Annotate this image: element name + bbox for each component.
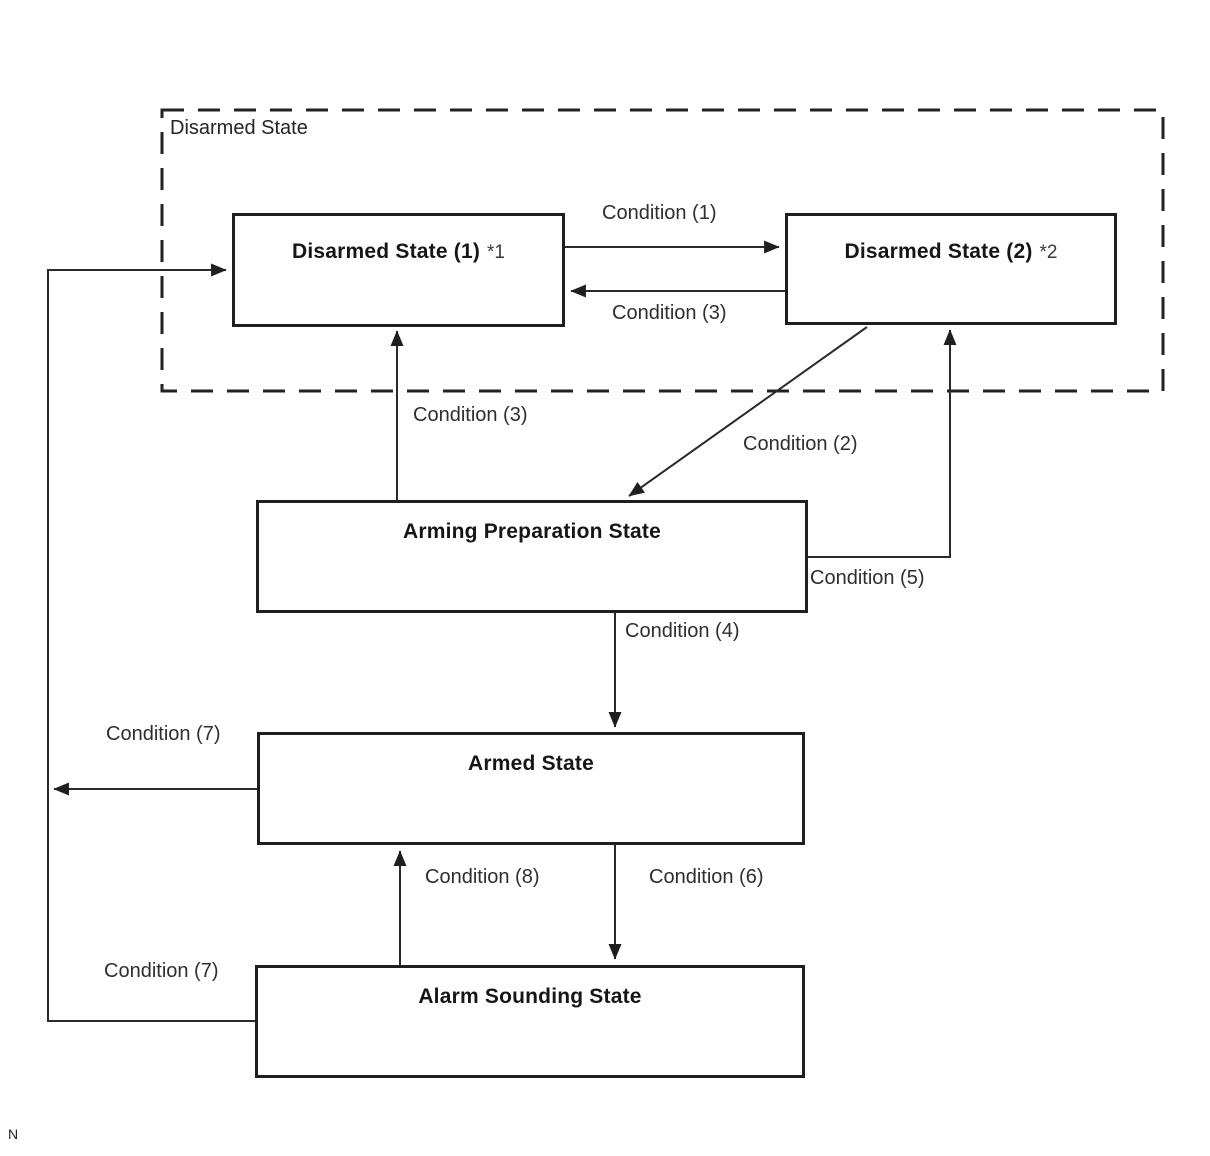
state-title: Armed State [468,752,594,775]
disarmed-state-container-border [160,108,1165,393]
state-box-armed: Armed State [257,732,805,845]
arrow-condition-2 [628,326,868,497]
arrow-return-loop-to-disarmed-1 [47,263,255,1022]
transition-label-condition-3-up: Condition (3) [413,404,528,426]
state-box-disarmed-1: Disarmed State (1) *1 [232,213,565,327]
transition-label-condition-3-top: Condition (3) [612,302,727,324]
state-title: Disarmed State (2) [844,240,1033,263]
state-footnote-ref: *2 [1039,242,1058,263]
transition-label-condition-7-alarm: Condition (7) [104,960,219,982]
page-marker-letter: N [8,1126,19,1142]
disarmed-state-container-label: Disarmed State [170,117,308,139]
transition-label-condition-4: Condition (4) [625,620,740,642]
transition-label-condition-2: Condition (2) [743,433,858,455]
transition-label-condition-7-armed: Condition (7) [106,723,221,745]
state-title: Arming Preparation State [402,520,662,543]
transition-label-condition-1: Condition (1) [602,202,717,224]
state-box-disarmed-2: Disarmed State (2) *2 [785,213,1117,325]
transition-label-condition-5: Condition (5) [810,567,925,589]
arrow-condition-5 [808,329,957,558]
state-box-arming-preparation: Arming Preparation State [256,500,808,613]
state-title: Alarm Sounding State [418,985,642,1008]
state-box-alarm-sounding: Alarm Sounding State [255,965,805,1078]
transition-label-condition-6: Condition (6) [649,866,764,888]
transition-label-condition-8: Condition (8) [425,866,540,888]
state-footnote-ref: *1 [487,242,505,263]
state-title: Disarmed State (1) [292,240,481,263]
